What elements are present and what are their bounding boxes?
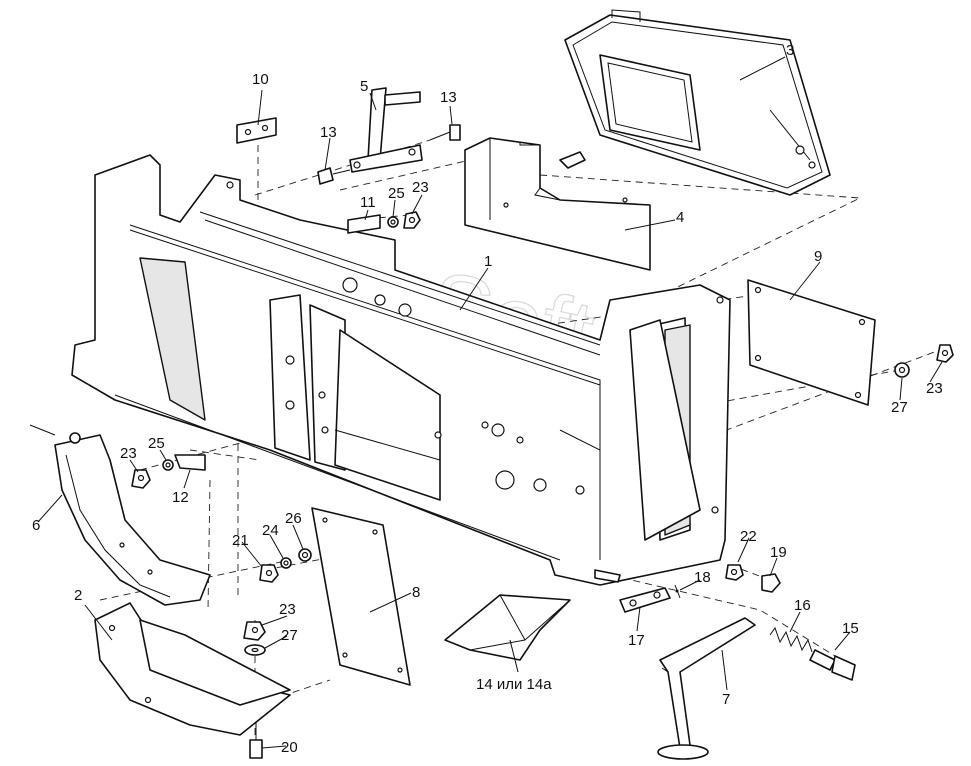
part-5-lever bbox=[349, 87, 423, 173]
part-18-pin bbox=[674, 584, 681, 599]
part-23-nut-right bbox=[936, 344, 954, 363]
callout-21: 21 bbox=[232, 532, 249, 549]
part-8-plate bbox=[311, 507, 411, 686]
callout-27-mid: 27 bbox=[281, 627, 298, 644]
part-27-washer-mid bbox=[244, 644, 266, 656]
callout-19: 19 bbox=[770, 544, 787, 561]
part-10-plate bbox=[236, 117, 277, 144]
part-7-stand bbox=[657, 617, 756, 760]
part-11-plate bbox=[347, 214, 381, 234]
stud-left-of-17 bbox=[594, 569, 621, 583]
callout-23-right: 23 bbox=[926, 380, 943, 397]
callout-5: 5 bbox=[360, 78, 368, 95]
callout-25-left: 25 bbox=[148, 435, 165, 452]
part-13-bolt-right bbox=[429, 124, 461, 141]
part-25-washer-top bbox=[387, 216, 399, 228]
part-6-shield bbox=[29, 424, 211, 606]
part-9-plate bbox=[747, 279, 876, 406]
callout-labels: 1 2 3 4 5 6 7 8 9 10 11 12 13 13 14 или … bbox=[32, 42, 943, 756]
part-25-washer-left bbox=[162, 459, 174, 471]
callout-2: 2 bbox=[74, 587, 82, 604]
part-1-frame bbox=[71, 154, 731, 586]
part-20-bolt bbox=[249, 722, 263, 759]
callout-26: 26 bbox=[285, 510, 302, 527]
part-21-nut bbox=[259, 564, 279, 583]
callout-1: 1 bbox=[484, 253, 492, 270]
callout-12: 12 bbox=[172, 489, 189, 506]
callout-4: 4 bbox=[676, 209, 684, 226]
part-16-spring bbox=[769, 626, 813, 653]
part-23-nut-top bbox=[403, 211, 421, 229]
part-12-clip bbox=[174, 454, 206, 471]
callout-18: 18 bbox=[694, 569, 711, 586]
callout-3: 3 bbox=[786, 42, 794, 59]
part-17-link bbox=[619, 587, 671, 613]
part-27-washer-right bbox=[894, 362, 910, 378]
callout-7: 7 bbox=[722, 691, 730, 708]
callout-20: 20 bbox=[281, 739, 298, 756]
callout-23-top: 23 bbox=[412, 179, 429, 196]
part-22-nut bbox=[725, 564, 744, 581]
leader-lines bbox=[37, 56, 943, 749]
callout-11: 11 bbox=[360, 194, 376, 211]
part-4-bracket bbox=[464, 137, 651, 271]
callout-14: 14 или 14а bbox=[476, 676, 552, 693]
part-23-nut-left bbox=[131, 469, 151, 489]
callout-17: 17 bbox=[628, 632, 645, 649]
part-23-nut-mid bbox=[243, 621, 266, 641]
callout-15: 15 bbox=[842, 620, 859, 637]
callout-10: 10 bbox=[252, 71, 269, 88]
callout-16: 16 bbox=[794, 597, 811, 614]
callout-23-left: 23 bbox=[120, 445, 137, 462]
callout-8: 8 bbox=[412, 584, 420, 601]
callout-13-right: 13 bbox=[440, 89, 457, 106]
callout-27-right: 27 bbox=[891, 399, 908, 416]
callout-6: 6 bbox=[32, 517, 40, 534]
part-19-nut bbox=[761, 573, 781, 593]
callout-23-mid: 23 bbox=[279, 601, 296, 618]
callout-13-left: 13 bbox=[320, 124, 337, 141]
callout-24: 24 bbox=[262, 522, 279, 539]
part-14-deflector bbox=[444, 594, 571, 661]
callout-25-top: 25 bbox=[388, 185, 405, 202]
callout-9: 9 bbox=[814, 248, 822, 265]
part-13-bolt-left bbox=[317, 167, 351, 185]
part-24-washer bbox=[280, 557, 292, 569]
callout-22: 22 bbox=[740, 528, 757, 545]
part-3-cover bbox=[564, 9, 831, 196]
part-26-washer bbox=[298, 548, 312, 562]
part-15-bolt bbox=[809, 649, 856, 681]
part-2-guard bbox=[94, 602, 291, 736]
